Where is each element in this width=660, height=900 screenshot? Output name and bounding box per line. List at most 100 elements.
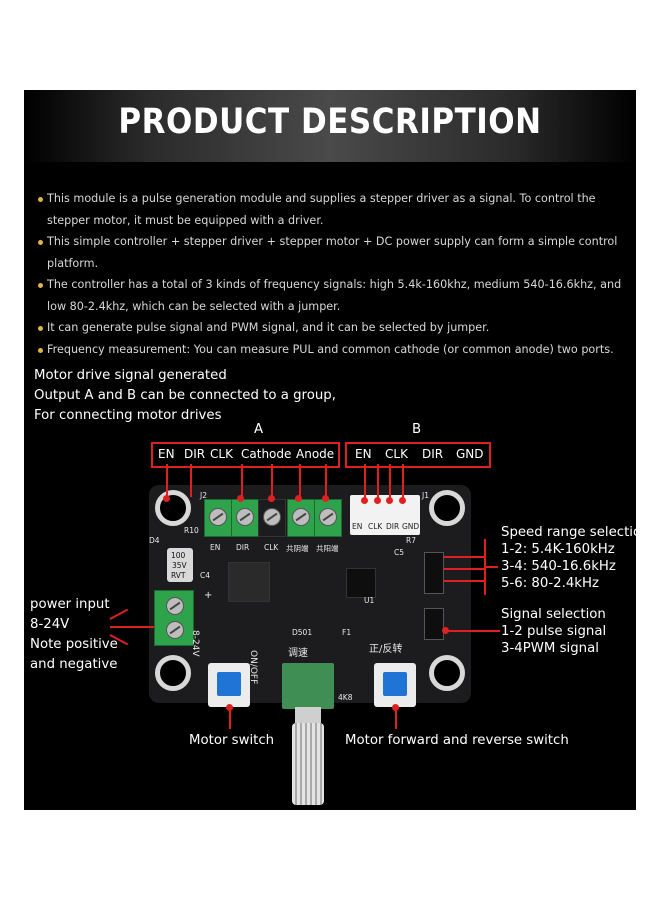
feature-item: It can generate pulse signal and PWM sig… <box>38 317 634 339</box>
pointer-dot <box>295 495 302 502</box>
silk-u1: U1 <box>364 596 375 605</box>
pointer-line <box>377 464 379 500</box>
signal-selection-item: 3-4PWM signal <box>501 641 599 656</box>
label-en: EN <box>355 447 372 461</box>
pointer-dot <box>163 495 170 502</box>
silk-cathode: 共阴端 <box>286 544 309 553</box>
motor-drive-line-3: For connecting motor drives <box>34 408 222 423</box>
power-input-line: 8-24V <box>30 617 70 632</box>
motor-power-switch[interactable] <box>208 663 250 707</box>
signal-selection-title: Signal selection <box>501 607 606 622</box>
page-title: PRODUCT DESCRIPTION <box>118 101 542 143</box>
silk-c4: C4 <box>200 571 211 580</box>
potentiometer-knob[interactable] <box>292 723 324 805</box>
group-a-letter: A <box>254 422 264 437</box>
pointer-dot <box>399 497 406 504</box>
silk-pot: 4K8 <box>338 693 353 702</box>
label-dir: DIR <box>184 447 206 461</box>
label-en: EN <box>158 447 175 461</box>
signal-selection-item: 1-2 pulse signal <box>501 624 607 639</box>
silk-d4: D4 <box>149 536 160 545</box>
label-gnd: GND <box>456 447 484 461</box>
pointer-line <box>364 464 366 500</box>
pointer-dot <box>386 497 393 504</box>
pointer-dot <box>374 497 381 504</box>
mounting-hole <box>155 490 191 526</box>
speed-jumper-header[interactable] <box>424 552 444 594</box>
title-banner: PRODUCT DESCRIPTION <box>24 90 636 162</box>
pointer-dot <box>268 495 275 502</box>
mounting-hole <box>429 490 465 526</box>
product-description-panel: PRODUCT DESCRIPTION This module is a pul… <box>24 90 636 810</box>
terminal-dir <box>231 499 259 537</box>
silk-c5: C5 <box>394 548 405 557</box>
speed-potentiometer[interactable] <box>282 663 334 709</box>
pointer-dot <box>442 627 449 634</box>
silk-anode: 共阳端 <box>316 544 339 553</box>
pointer-line <box>402 464 404 500</box>
silk-b-dir: DIR <box>386 522 400 531</box>
silk-r10: R10 <box>184 526 199 535</box>
power-terminal <box>154 590 194 646</box>
forward-reverse-switch[interactable] <box>374 663 416 707</box>
power-input-line: power input <box>30 597 110 612</box>
signal-jumper-header[interactable] <box>424 608 444 640</box>
pointer-dot <box>361 497 368 504</box>
feature-item: Frequency measurement: You can measure P… <box>38 339 634 361</box>
pointer-line <box>241 464 243 497</box>
feature-item: This simple controller + stepper driver … <box>38 231 634 274</box>
pointer-line <box>299 464 301 497</box>
silk-dir: DIR <box>236 543 250 552</box>
silk-j2: J2 <box>200 491 207 500</box>
voltage-regulator <box>228 562 270 602</box>
terminal-anode <box>314 499 342 537</box>
mounting-hole <box>429 655 465 691</box>
mounting-hole <box>155 655 191 691</box>
motor-switch-label: Motor switch <box>189 733 275 748</box>
microcontroller-chip <box>346 568 376 598</box>
pointer-dot <box>322 495 329 502</box>
motor-switch-pointer <box>229 707 231 729</box>
speed-range-item: 1-2: 5.4K-160kHz <box>501 542 615 557</box>
electrolytic-capacitor: 100 35V RVT <box>167 548 193 582</box>
cap-value: 100 <box>171 551 186 560</box>
pointer-line <box>166 464 168 497</box>
terminal-cathode <box>287 499 315 537</box>
silk-power: 8-24V <box>190 630 200 657</box>
pointer-dot <box>226 704 233 711</box>
silk-direction: 正/反转 <box>369 644 403 655</box>
group-a-box: EN DIR CLK Cathode Anode <box>151 442 340 468</box>
cap-brand: RVT <box>171 571 186 580</box>
label-cathode: Cathode <box>241 447 292 461</box>
feature-list: This module is a pulse generation module… <box>38 188 634 360</box>
silk-plus: + <box>204 590 213 601</box>
label-clk: CLK <box>210 447 233 461</box>
motor-drive-line-2: Output A and B can be connected to a gro… <box>34 388 336 403</box>
silk-r7: R7 <box>406 536 416 545</box>
silk-b-clk: CLK <box>368 522 383 531</box>
silk-b-gnd: GND <box>402 522 420 531</box>
group-b-box: EN CLK DIR GND <box>345 442 491 468</box>
pointer-line <box>325 464 327 497</box>
pointer-dot <box>392 704 399 711</box>
speed-bracket-arm <box>484 566 498 568</box>
power-pointer <box>109 608 129 620</box>
label-clk: CLK <box>385 447 408 461</box>
label-anode: Anode <box>296 447 335 461</box>
speed-range-item: 3-4: 540-16.6kHz <box>501 559 616 574</box>
motor-drive-line-1: Motor drive signal generated <box>34 368 227 383</box>
speed-bracket-arm <box>444 580 484 582</box>
pointer-line <box>271 464 273 497</box>
pointer-line <box>190 464 192 497</box>
silk-speed: 调速 <box>288 648 308 659</box>
speed-bracket-arm <box>444 556 484 558</box>
power-input-line: and negative <box>30 657 118 672</box>
feature-item: This module is a pulse generation module… <box>38 188 634 231</box>
silk-en: EN <box>210 543 221 552</box>
speed-range-item: 5-6: 80-2.4kHz <box>501 576 599 591</box>
speed-bracket-arm <box>444 568 484 570</box>
potentiometer-collar <box>295 707 321 723</box>
group-b-letter: B <box>412 422 422 437</box>
silk-b-en: EN <box>352 522 363 531</box>
power-pointer <box>110 626 154 628</box>
